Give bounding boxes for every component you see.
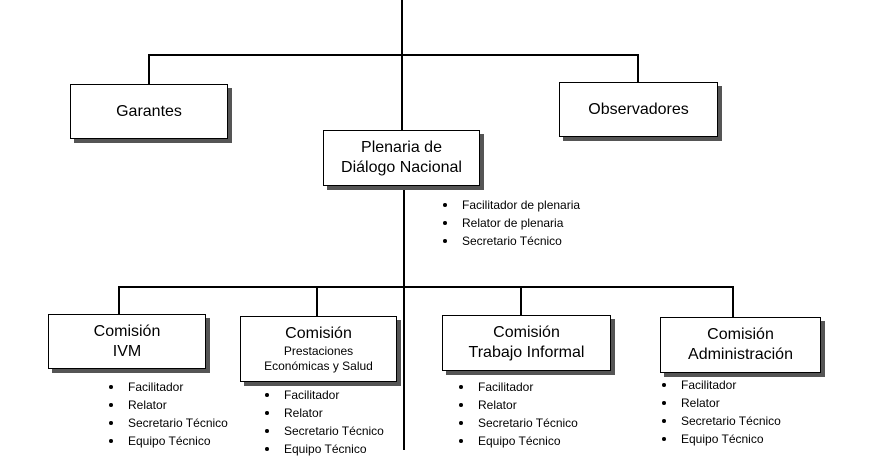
plenary-title-line2: Diálogo Nacional	[341, 159, 462, 176]
list-item: Facilitador	[262, 386, 384, 404]
commission-trabajo-roles-list: Facilitador Relator Secretario Técnico E…	[456, 378, 578, 450]
commission-subtitle: Administración	[688, 346, 793, 363]
commission-subtitle: Trabajo Informal	[468, 344, 585, 361]
commission-prestaciones-drop	[316, 286, 318, 316]
commission-title: Comisión	[493, 324, 560, 341]
list-item: Equipo Técnico	[456, 432, 578, 450]
plenary-to-commissions-trunk	[403, 186, 405, 450]
commission-branch-connector	[118, 286, 734, 288]
top-branch-connector	[148, 54, 639, 56]
list-item: Facilitador de plenaria	[440, 196, 580, 214]
commission-ivm-drop	[118, 286, 120, 314]
list-item: Relator	[456, 396, 578, 414]
commission-ivm-roles-list: Facilitador Relator Secretario Técnico E…	[106, 378, 228, 450]
guarantors-box: Garantes	[70, 84, 228, 139]
list-item: Equipo Técnico	[106, 432, 228, 450]
list-item: Equipo Técnico	[262, 440, 384, 458]
observers-label: Observadores	[588, 100, 689, 118]
commission-subtitle: IVM	[112, 342, 142, 360]
list-item: Facilitador	[106, 378, 228, 396]
commission-administracion-drop	[732, 286, 734, 318]
commission-subtitle-line1: Prestaciones	[283, 344, 354, 358]
list-item: Facilitador	[659, 376, 781, 394]
list-item: Secretario Técnico	[106, 414, 228, 432]
commission-title: Comisión	[93, 322, 161, 340]
observers-drop	[637, 54, 639, 84]
commission-title: Comisión	[707, 326, 774, 343]
list-item: Relator	[659, 394, 781, 412]
guarantors-label: Garantes	[116, 102, 182, 120]
commission-trabajo-box: Comisión Trabajo Informal	[442, 315, 611, 371]
list-item: Secretario Técnico	[456, 414, 578, 432]
commission-trabajo-drop	[520, 286, 522, 316]
guarantors-drop	[148, 54, 150, 86]
commission-subtitle-line2: Económicas y Salud	[264, 359, 373, 373]
list-item: Secretario Técnico	[659, 412, 781, 430]
commission-ivm-box: Comisión IVM	[48, 314, 206, 369]
plenary-title-line1: Plenaria de	[361, 139, 442, 156]
list-item: Equipo Técnico	[659, 430, 781, 448]
commission-administracion-roles-list: Facilitador Relator Secretario Técnico E…	[659, 376, 781, 448]
main-trunk-top	[401, 0, 403, 132]
commission-prestaciones-box: Comisión Prestaciones Económicas y Salud	[240, 316, 397, 382]
list-item: Secretario Técnico	[440, 232, 580, 250]
commission-administracion-box: Comisión Administración	[660, 317, 821, 373]
list-item: Relator de plenaria	[440, 214, 580, 232]
list-item: Relator	[106, 396, 228, 414]
observers-box: Observadores	[559, 82, 718, 137]
list-item: Facilitador	[456, 378, 578, 396]
commission-prestaciones-roles-list: Facilitador Relator Secretario Técnico E…	[262, 386, 384, 458]
commission-title: Comisión	[285, 325, 352, 342]
list-item: Secretario Técnico	[262, 422, 384, 440]
plenary-box: Plenaria de Diálogo Nacional	[323, 130, 480, 186]
list-item: Relator	[262, 404, 384, 422]
plenary-roles-list: Facilitador de plenaria Relator de plena…	[440, 196, 580, 250]
